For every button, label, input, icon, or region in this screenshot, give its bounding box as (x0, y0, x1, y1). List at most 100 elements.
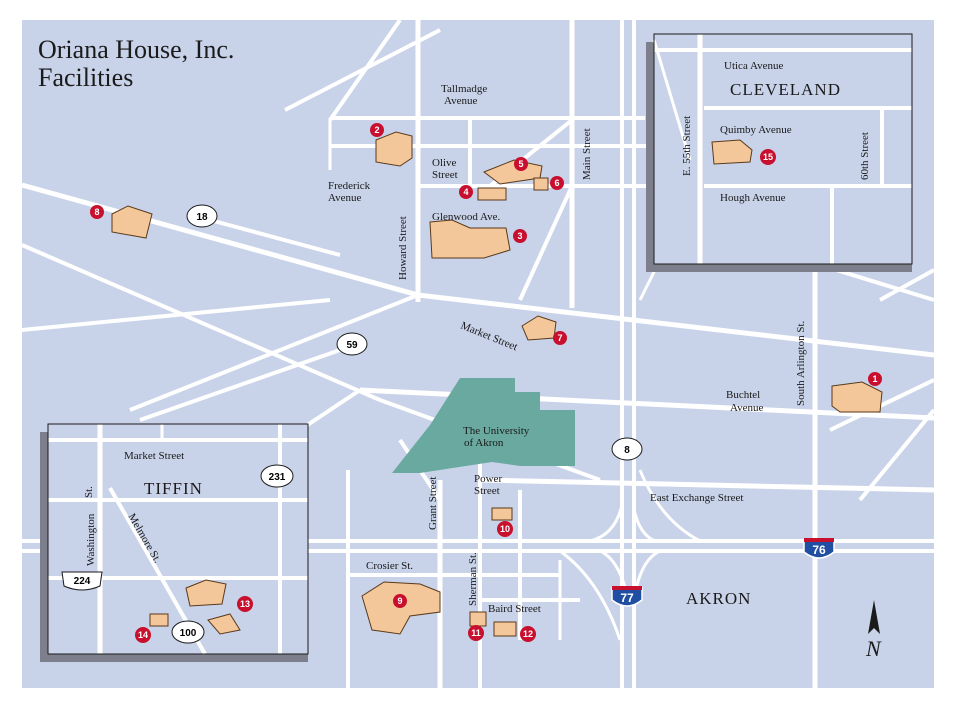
street-baird: Baird Street (488, 603, 541, 615)
marker-5[interactable]: 5 (514, 157, 528, 171)
marker-14[interactable]: 14 (135, 627, 151, 643)
street-buchtel-2: Avenue (730, 402, 764, 414)
building-13b (207, 613, 241, 635)
svg-text:231: 231 (269, 472, 286, 483)
svg-text:2: 2 (374, 125, 379, 135)
street-south-arlington: South Arlington St. (795, 320, 807, 406)
route-8-shield: 8 (611, 437, 643, 461)
marker-15[interactable]: 15 (760, 149, 776, 165)
street-frederick-1: Frederick (328, 180, 371, 192)
building-2 (375, 131, 413, 167)
marker-8[interactable]: 8 (90, 205, 104, 219)
street-grant: Grant Street (427, 477, 439, 530)
building-4 (477, 187, 507, 201)
map-title-line2: Facilities (38, 63, 133, 92)
street-hough: Hough Avenue (720, 192, 786, 204)
building-15 (711, 139, 753, 165)
street-east-exchange: East Exchange Street (650, 492, 743, 504)
svg-text:12: 12 (523, 629, 533, 639)
svg-text:15: 15 (763, 152, 773, 162)
svg-text:224: 224 (74, 576, 91, 587)
cleveland-inset (646, 33, 913, 272)
city-label-tiffin: TIFFIN (144, 479, 203, 498)
svg-text:8: 8 (94, 207, 99, 217)
street-labels: Tallmadge Avenue Olive Street Glenwood A… (328, 83, 807, 615)
street-washington: Washington (85, 513, 97, 566)
street-tallmadge-1: Tallmadge (441, 83, 487, 95)
svg-text:6: 6 (554, 178, 559, 188)
marker-6[interactable]: 6 (550, 176, 564, 190)
svg-text:8: 8 (624, 445, 630, 456)
svg-text:76: 76 (812, 543, 826, 557)
svg-text:5: 5 (518, 159, 523, 169)
label-university-2: of Akron (464, 437, 504, 449)
svg-text:14: 14 (138, 630, 148, 640)
compass-label: N (865, 636, 882, 661)
marker-13[interactable]: 13 (237, 596, 253, 612)
svg-text:10: 10 (500, 524, 510, 534)
street-main: Main Street (581, 128, 593, 180)
street-buchtel-1: Buchtel (726, 389, 760, 401)
route-59-shield: 59 (336, 332, 368, 356)
city-label-cleveland: CLEVELAND (730, 80, 841, 99)
building-8 (111, 205, 153, 239)
svg-text:4: 4 (463, 187, 468, 197)
building-9 (361, 581, 441, 635)
marker-7[interactable]: 7 (553, 331, 567, 345)
cleveland-street-labels: Utica Avenue Quimby Avenue Hough Avenue … (681, 60, 871, 204)
compass-north-arrow-icon: N (865, 600, 882, 661)
svg-text:100: 100 (180, 628, 197, 639)
interstate-76-shield: 76 (803, 538, 835, 559)
marker-2[interactable]: 2 (370, 123, 384, 137)
street-olive-1: Olive (432, 157, 457, 169)
map-title-line1: Oriana House, Inc. (38, 35, 234, 64)
building-1 (831, 381, 883, 413)
street-howard: Howard Street (397, 216, 409, 280)
marker-12[interactable]: 12 (520, 626, 536, 642)
route-18-shield: 18 (186, 204, 218, 228)
street-utica: Utica Avenue (724, 60, 783, 72)
svg-text:18: 18 (196, 212, 208, 223)
building-14 (149, 613, 169, 627)
route-shields: 18 59 8 231 100 224 76 77 (61, 204, 835, 644)
route-231-shield: 231 (260, 464, 294, 488)
street-60th: 60th Street (859, 132, 871, 180)
building-12 (493, 621, 517, 637)
svg-text:3: 3 (517, 231, 522, 241)
street-tiffin-market: Market Street (124, 450, 184, 462)
route-100-shield: 100 (171, 620, 205, 644)
svg-text:59: 59 (346, 340, 358, 351)
street-olive-2: Street (432, 169, 458, 181)
svg-text:11: 11 (471, 628, 481, 638)
marker-1[interactable]: 1 (868, 372, 882, 386)
street-washington-st: St. (83, 486, 95, 498)
street-glenwood: Glenwood Ave. (432, 211, 500, 223)
street-crosier: Crosier St. (366, 560, 413, 572)
facility-markers: 1 2 3 4 5 6 7 8 9 10 11 12 13 14 15 (90, 123, 882, 643)
marker-9[interactable]: 9 (393, 594, 407, 608)
svg-text:7: 7 (557, 333, 562, 343)
marker-3[interactable]: 3 (513, 229, 527, 243)
building-11 (469, 611, 487, 627)
building-10 (491, 507, 513, 521)
street-power-2: Street (474, 485, 500, 497)
label-university-1: The University (463, 425, 530, 437)
svg-text:1: 1 (872, 374, 877, 384)
street-quimby: Quimby Avenue (720, 124, 792, 136)
building-6 (533, 177, 549, 191)
street-frederick-2: Avenue (328, 192, 362, 204)
marker-10[interactable]: 10 (497, 521, 513, 537)
svg-text:77: 77 (620, 591, 634, 605)
svg-text:9: 9 (397, 596, 402, 606)
street-e55th: E. 55th Street (681, 116, 693, 176)
marker-11[interactable]: 11 (468, 625, 484, 641)
building-3 (429, 219, 511, 259)
street-power-1: Power (474, 473, 502, 485)
university-campus (392, 378, 575, 473)
building-13 (185, 579, 227, 607)
street-sherman: Sherman St. (467, 552, 479, 606)
city-label-akron: AKRON (686, 589, 751, 608)
marker-4[interactable]: 4 (459, 185, 473, 199)
building-7 (521, 315, 557, 341)
